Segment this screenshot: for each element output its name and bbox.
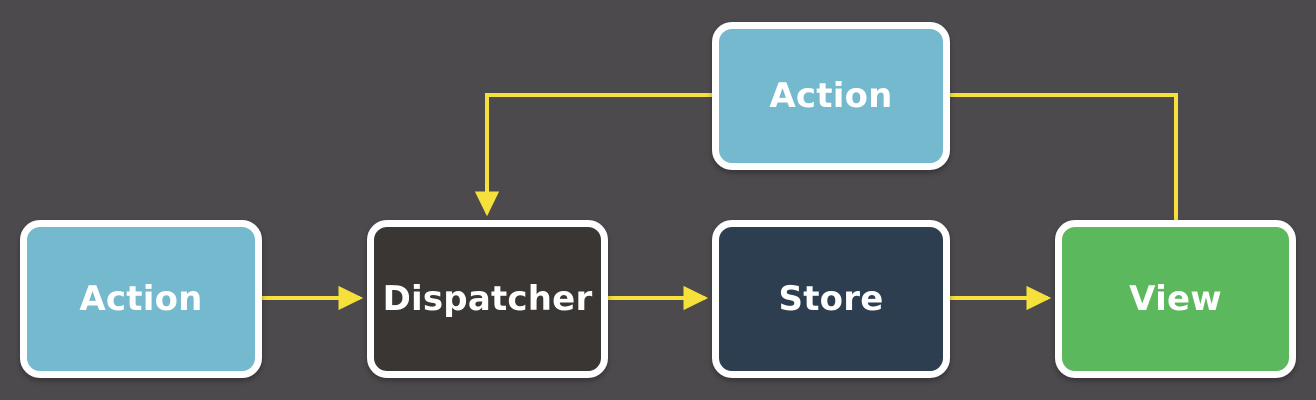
node-store[interactable]: Store: [712, 220, 950, 378]
node-dispatcher[interactable]: Dispatcher: [367, 220, 608, 378]
connector-view-to-action-top: [950, 93, 1178, 220]
node-action-left[interactable]: Action: [20, 220, 262, 378]
node-view[interactable]: View: [1055, 220, 1296, 378]
node-label: View: [1129, 279, 1222, 319]
connector-action-top-to-dispatcher: [474, 93, 712, 217]
node-label: Action: [79, 279, 203, 319]
node-label: Action: [769, 76, 893, 116]
node-action-top[interactable]: Action: [712, 22, 950, 170]
node-label: Dispatcher: [382, 279, 593, 319]
node-label: Store: [778, 279, 884, 319]
